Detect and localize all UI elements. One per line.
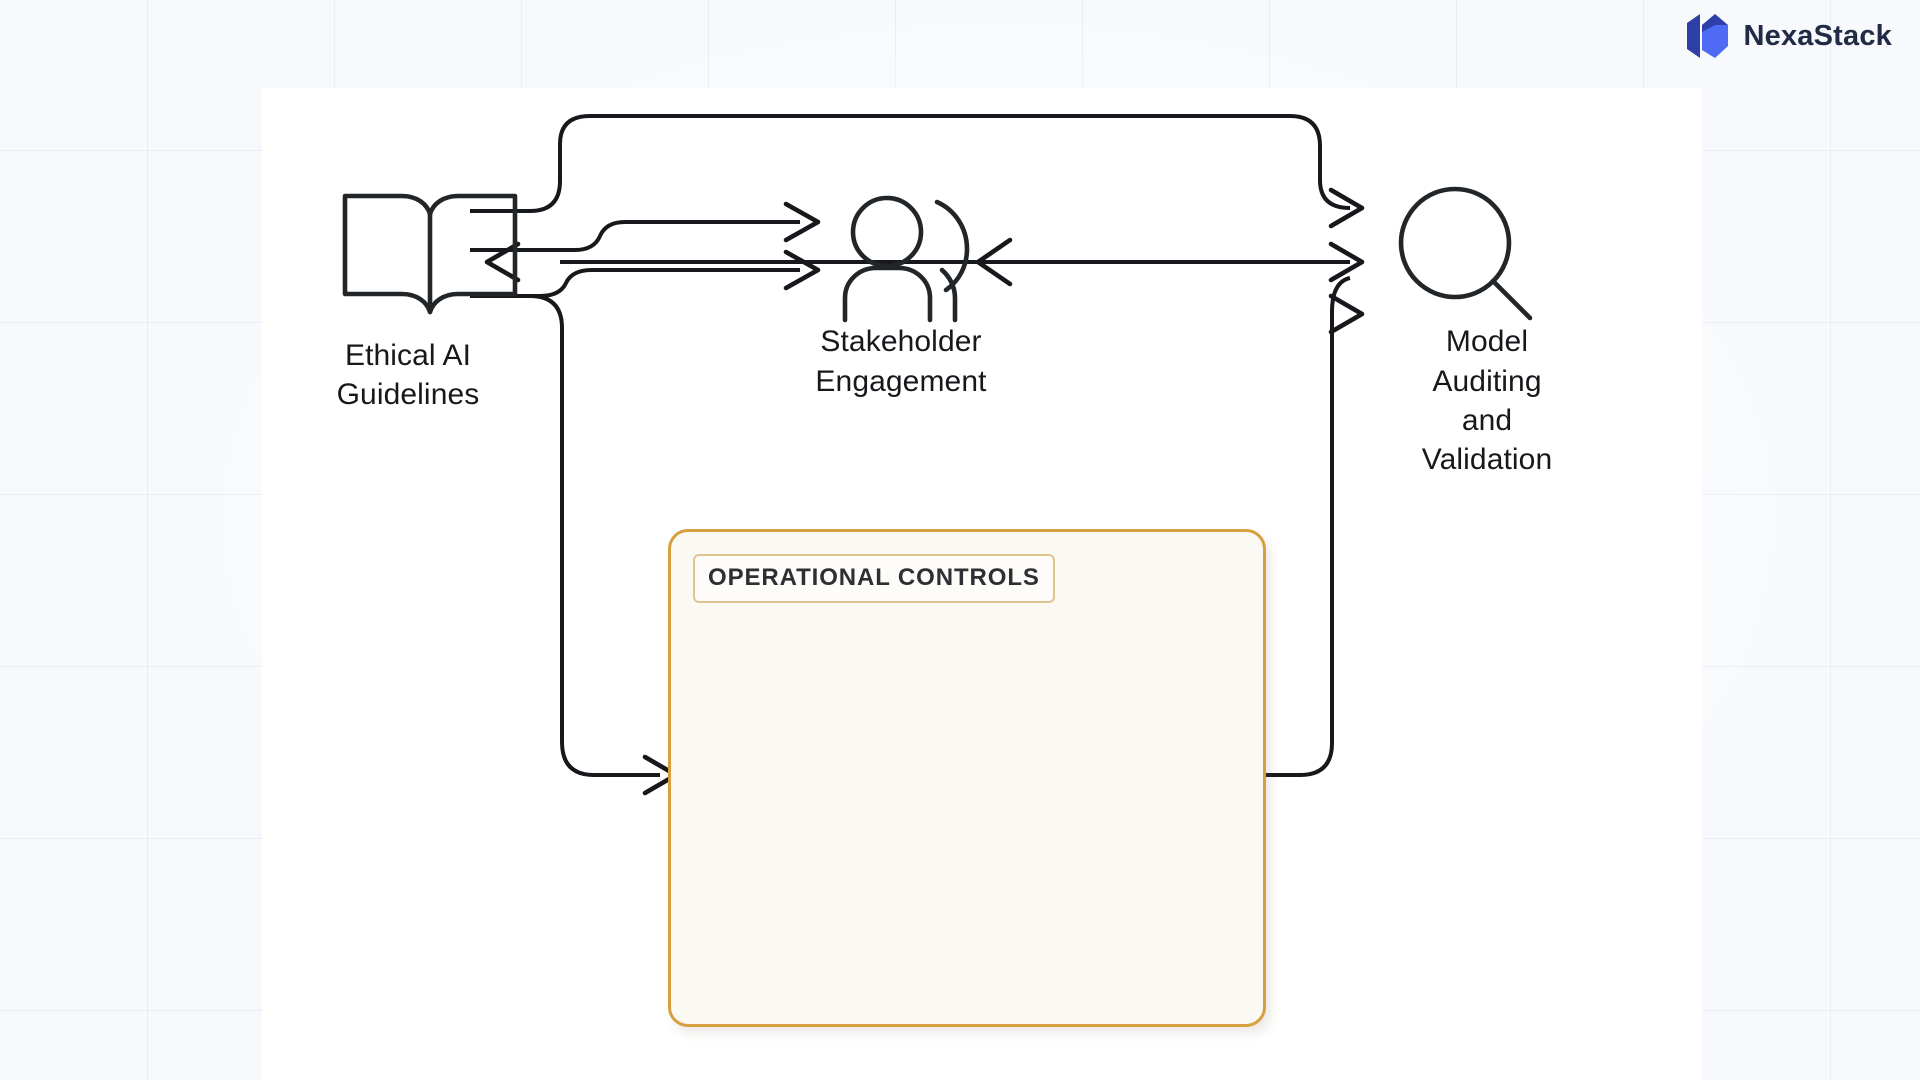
- operational-controls-group: OPERATIONAL CONTROLS: [668, 529, 1266, 1027]
- edge-compliance-to-audit: [1262, 276, 1365, 777]
- edge-ethical-to-stakeholder-lower: [470, 249, 821, 298]
- node-label-ethical-ai-guidelines: Ethical AI Guidelines: [337, 339, 480, 411]
- svg-text:and: and: [1462, 404, 1512, 437]
- svg-text:Validation: Validation: [1422, 443, 1553, 476]
- svg-text:Stakeholder: Stakeholder: [820, 325, 981, 358]
- svg-text:Auditing: Auditing: [1432, 365, 1541, 398]
- svg-text:Guidelines: Guidelines: [337, 378, 480, 411]
- edge-audit-to-stakeholder: [975, 237, 1330, 287]
- brand-wordmark: NexaStack: [1743, 19, 1892, 52]
- edge-ethical-to-stakeholder-upper: [470, 201, 821, 252]
- magnifying-glass-icon: [1398, 186, 1533, 321]
- operational-controls-title: OPERATIONAL CONTROLS: [693, 554, 1055, 603]
- svg-text:Engagement: Engagement: [815, 365, 987, 398]
- node-label-stakeholder-engagement: Stakeholder Engagement: [815, 325, 987, 398]
- svg-text:Model: Model: [1446, 325, 1528, 358]
- node-label-model-auditing-and-validation: Model Auditing and Validation: [1422, 325, 1553, 476]
- svg-text:Ethical AI: Ethical AI: [345, 339, 471, 372]
- edge-ethical-to-audit-top: [470, 114, 1365, 229]
- open-book-icon: [342, 193, 518, 315]
- nexastack-logo-icon: [1687, 14, 1729, 58]
- brand-logo: NexaStack: [1687, 14, 1892, 58]
- people-group-icon: [842, 195, 970, 323]
